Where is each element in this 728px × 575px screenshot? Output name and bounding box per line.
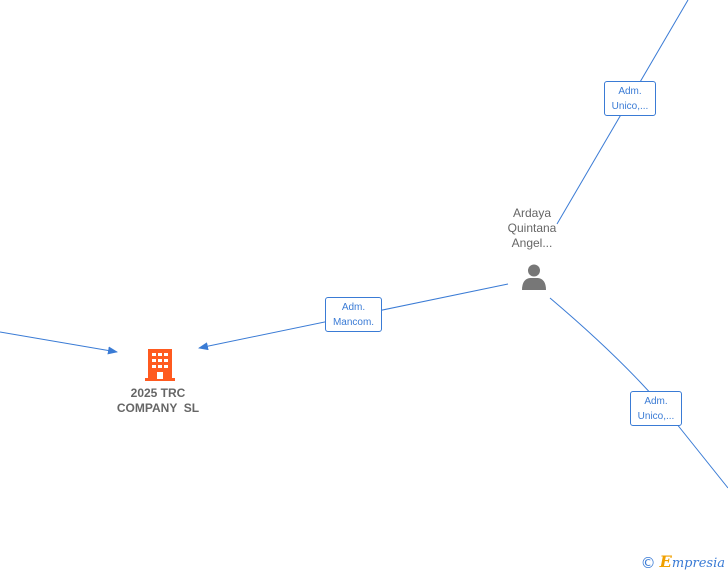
footer-branding: © Empresia [640, 553, 725, 573]
company-node-name[interactable]: 2025 TRC COMPANY SL [105, 386, 211, 416]
brand-first-letter: E [659, 552, 672, 571]
edge-label-line1: Adm. [644, 396, 668, 407]
edge-left-to-company[interactable] [0, 331, 118, 355]
person-icon[interactable] [519, 262, 549, 292]
company-name-line2: COMPANY SL [116, 401, 200, 415]
edge-label-line2: Unico,... [637, 411, 675, 422]
person-name-line3: Angel... [511, 236, 553, 250]
edge-label-line2: Unico,... [611, 101, 649, 112]
person-name-line2: Quintana [507, 221, 557, 235]
brand-rest: mpresia [671, 556, 725, 571]
edge-label-line1: Adm. [341, 302, 366, 313]
brand-logo[interactable]: Empresia [660, 553, 725, 573]
edge-label-line1: Adm. [618, 86, 642, 97]
edge-label-adm-unico-upper[interactable]: Adm. Unico,... [604, 81, 656, 116]
edge-label-adm-mancom[interactable]: Adm. Mancom. [325, 297, 382, 332]
edge-label-line2: Mancom. [332, 317, 375, 328]
person-name-line1: Ardaya [512, 206, 552, 220]
company-name-line1: 2025 TRC [130, 386, 186, 400]
building-icon[interactable] [144, 347, 176, 383]
person-node-name[interactable]: Ardaya Quintana Angel... [492, 206, 572, 251]
edge-label-adm-unico-lower[interactable]: Adm. Unico,... [630, 391, 682, 426]
copyright-icon: © [640, 554, 656, 572]
